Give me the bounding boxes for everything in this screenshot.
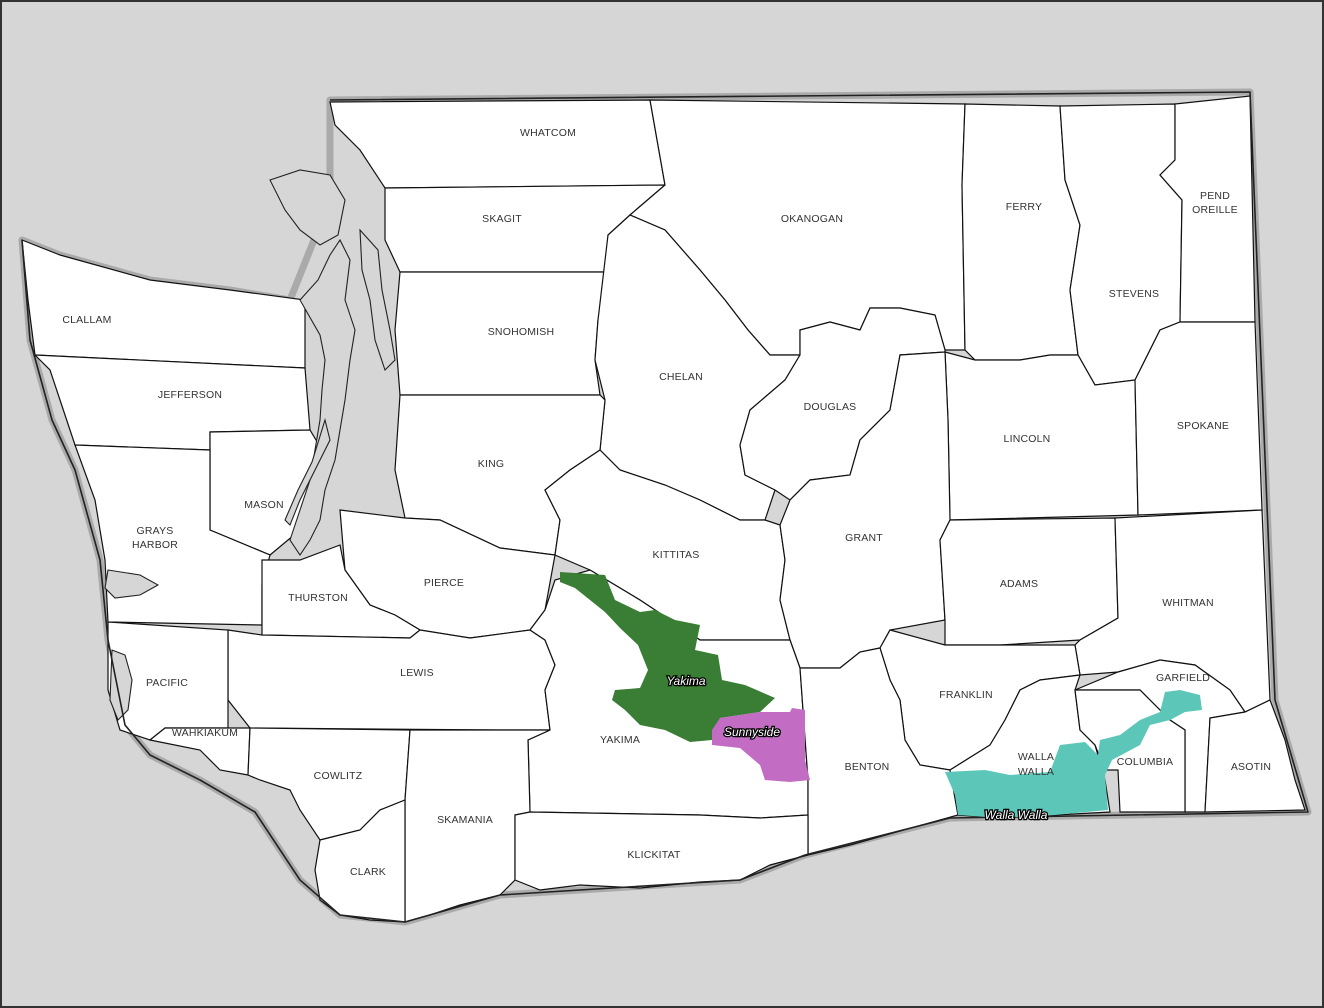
label-wahkiakum: WAHKIAKUM — [172, 727, 238, 739]
label-lewis: LEWIS — [400, 667, 434, 679]
label-chelan: CHELAN — [659, 371, 703, 383]
hood-canal — [284, 417, 331, 526]
willapa-bay — [109, 649, 133, 721]
label-jefferson: JEFFERSON — [158, 389, 222, 401]
label-mason: MASON — [244, 499, 284, 511]
county-klickitat — [514, 811, 809, 891]
label-thurston: THURSTON — [288, 592, 348, 604]
county-lewis — [227, 629, 556, 731]
label-pierce: PIERCE — [424, 577, 464, 589]
label-benton: BENTON — [845, 761, 890, 773]
label-grays-harbor-1: GRAYS — [137, 525, 174, 537]
label-grant: GRANT — [845, 532, 883, 544]
county-whatcom — [329, 99, 666, 189]
label-clallam: CLALLAM — [62, 314, 111, 326]
label-region-walla-walla: Walla Walla — [985, 808, 1048, 822]
label-asotin: ASOTIN — [1231, 761, 1271, 773]
san-juan-channel — [269, 169, 346, 246]
label-grays-harbor-2: HARBOR — [132, 539, 178, 551]
label-spokane: SPOKANE — [1177, 420, 1229, 432]
label-yakima: YAKIMA — [600, 734, 640, 746]
label-snohomish: SNOHOMISH — [488, 326, 555, 338]
label-cowlitz: COWLITZ — [314, 770, 363, 782]
whidbey-waters — [359, 228, 396, 372]
label-columbia: COLUMBIA — [1117, 756, 1173, 768]
label-king: KING — [478, 458, 504, 470]
label-whatcom: WHATCOM — [520, 127, 576, 139]
county-clark — [314, 799, 406, 923]
state-outline — [21, 91, 1309, 923]
region-yakima-shape — [560, 572, 775, 742]
county-asotin — [1204, 699, 1306, 813]
county-clallam — [21, 239, 306, 369]
region-sunnyside-shape — [712, 708, 810, 782]
label-region-sunnyside: Sunnyside — [724, 725, 780, 739]
label-klickitat: KLICKITAT — [627, 849, 681, 861]
county-spokane — [1134, 321, 1263, 516]
label-pend-oreille-2: OREILLE — [1192, 204, 1238, 216]
label-clark: CLARK — [350, 866, 386, 878]
label-walla-walla-1: WALLA — [1018, 751, 1054, 763]
county-pend-oreille — [1159, 95, 1256, 323]
county-benton — [799, 647, 959, 856]
label-pend-oreille-1: PEND — [1200, 190, 1230, 202]
label-douglas: DOUGLAS — [804, 401, 857, 413]
label-franklin: FRANKLIN — [939, 689, 993, 701]
grays-harbor-bay — [104, 569, 160, 599]
label-whitman: WHITMAN — [1162, 597, 1214, 609]
label-okanogan: OKANOGAN — [781, 213, 843, 225]
label-ferry: FERRY — [1006, 201, 1042, 213]
label-region-yakima: Yakima — [666, 674, 705, 688]
label-skamania: SKAMANIA — [437, 814, 493, 826]
label-kittitas: KITTITAS — [653, 549, 700, 561]
region-walla-walla-shape — [945, 690, 1202, 818]
label-lincoln: LINCOLN — [1004, 433, 1051, 445]
label-skagit: SKAGIT — [482, 213, 522, 225]
label-pacific: PACIFIC — [146, 677, 188, 689]
label-garfield: GARFIELD — [1156, 672, 1210, 684]
label-walla-walla-2: WALLA — [1018, 766, 1054, 778]
puget-sound — [289, 238, 356, 556]
label-stevens: STEVENS — [1109, 288, 1159, 300]
label-adams: ADAMS — [1000, 578, 1038, 590]
